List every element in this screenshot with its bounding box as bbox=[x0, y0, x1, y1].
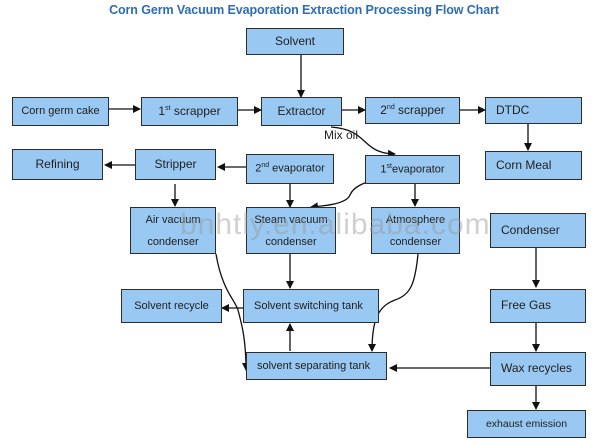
node-solvent-recycle: Solvent recycle bbox=[121, 289, 222, 323]
node-evaporator2: 2nd evaporator bbox=[246, 154, 334, 184]
node-exhaust-emission: exhaust emission bbox=[467, 410, 586, 438]
node-solvent-separating-tank: solvent separating tank bbox=[246, 352, 387, 380]
node-evaporator1: 1stevaporator bbox=[365, 155, 460, 184]
node-condenser: Condenser bbox=[490, 213, 586, 248]
node-scrapper2: 2nd scrapper bbox=[365, 97, 460, 124]
node-extractor: Extractor bbox=[261, 97, 342, 126]
node-solvent: Solvent bbox=[246, 28, 344, 55]
node-solvent-switching-tank: Solvent switching tank bbox=[243, 289, 379, 323]
label-mix-oil: Mix oil bbox=[324, 128, 359, 142]
chart-title: Corn Germ Vacuum Evaporation Extraction … bbox=[109, 3, 499, 17]
node-corn-germ-cake: Corn germ cake bbox=[12, 97, 109, 126]
node-wax-recycles: Wax recycles bbox=[490, 352, 586, 386]
node-scrapper1: 1st scrapper bbox=[141, 97, 238, 126]
node-refining: Refining bbox=[12, 149, 103, 180]
node-stripper: Stripper bbox=[135, 149, 216, 180]
watermark: bnhtly.en.alibaba.com bbox=[180, 208, 491, 241]
node-dtdc: DTDC bbox=[485, 97, 582, 124]
node-corn-meal: Corn Meal bbox=[485, 151, 582, 180]
node-free-gas: Free Gas bbox=[490, 289, 586, 323]
